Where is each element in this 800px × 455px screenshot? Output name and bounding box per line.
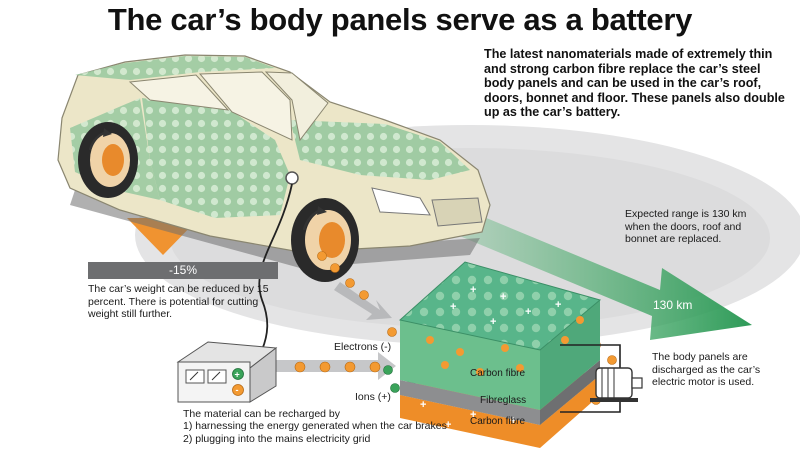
- charging-station-icon: + -: [176, 341, 278, 403]
- car-window-front: [198, 71, 293, 141]
- svg-text:-: -: [236, 385, 239, 395]
- range-arrow: [450, 205, 752, 340]
- weight-reduction-badge: -15%: [88, 262, 278, 279]
- svg-text:+: +: [470, 284, 476, 296]
- recharge-intro: The material can be recharged by: [183, 408, 341, 420]
- svg-text:+: +: [445, 419, 451, 431]
- layer-label-middle: Fibreglass: [480, 395, 527, 406]
- range-text: Expected range is 130 km when the doors,…: [625, 208, 747, 246]
- svg-text:+: +: [235, 370, 240, 380]
- ions-label: Ions (+): [355, 391, 391, 403]
- svg-text:+: +: [500, 291, 506, 303]
- range-value-label: 130 km: [653, 298, 693, 312]
- intro-text: The latest nanomaterials made of extreme…: [484, 47, 785, 120]
- layer-label-bottom: Carbon fibre: [470, 416, 526, 427]
- svg-text:+: +: [420, 399, 426, 411]
- page-title: The car’s body panels serve as a battery: [107, 2, 693, 37]
- recharge-item-2: 2) plugging into the mains electricity g…: [183, 432, 371, 445]
- charging-port: [285, 171, 299, 185]
- svg-text:+: +: [555, 299, 561, 311]
- car-window-rear: [128, 74, 230, 111]
- car-illustration: [57, 54, 491, 351]
- battery-top-face: [400, 262, 600, 350]
- layer-label-top: Carbon fibre: [470, 368, 526, 379]
- car-grille: [431, 197, 483, 227]
- recharge-item-1: 1) harnessing the energy generated when …: [183, 420, 447, 433]
- svg-text:+: +: [510, 415, 516, 427]
- rear-wheel: [78, 122, 138, 198]
- weight-reduction-text: The car’s weight can be reduced by 15 pe…: [88, 283, 269, 321]
- recharge-text: The material can be recharged by 1) harn…: [183, 408, 493, 445]
- svg-text:+: +: [525, 306, 531, 318]
- electrons-label: Electrons (-): [334, 341, 392, 353]
- svg-text:+: +: [490, 316, 496, 328]
- battery-block: [398, 261, 602, 448]
- svg-text:+: +: [470, 409, 476, 421]
- front-wheel: [291, 198, 359, 282]
- discharge-text: The body panels are discharged as the ca…: [652, 351, 761, 389]
- svg-text:+: +: [450, 301, 456, 313]
- car-windshield: [264, 71, 329, 142]
- charging-cable: [258, 183, 293, 351]
- battery-charges: + + + + + + + + + +: [420, 284, 584, 431]
- flow-arrow-top: [334, 282, 392, 320]
- car-headlight: [371, 187, 431, 216]
- electric-motor-icon: [590, 367, 643, 402]
